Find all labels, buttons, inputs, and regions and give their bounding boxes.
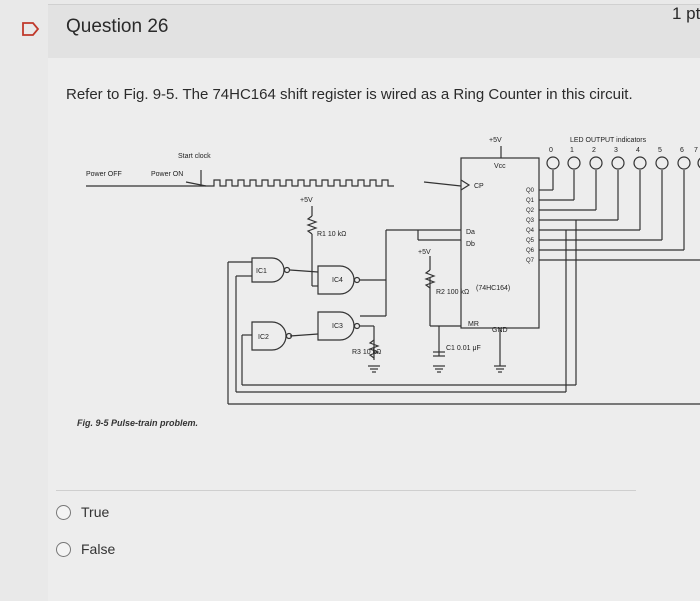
ic4-label: IC4 bbox=[332, 277, 343, 284]
answer-label: True bbox=[81, 504, 110, 520]
question-title: Question 26 bbox=[66, 16, 169, 37]
led-number: 3 bbox=[614, 147, 618, 154]
vcc-right-label: +5V bbox=[418, 249, 431, 256]
circuit-diagram: Power OFF Power ON Start clock +5V +5V +… bbox=[86, 137, 700, 405]
question-header bbox=[48, 4, 700, 60]
divider bbox=[56, 490, 636, 491]
output-pin-label: Q7 bbox=[526, 258, 535, 264]
answer-label: False bbox=[81, 541, 116, 557]
db-pin-label: Db bbox=[466, 241, 475, 248]
output-pin-label: Q6 bbox=[526, 248, 535, 254]
flag-icon[interactable] bbox=[22, 22, 40, 36]
led-number: 1 bbox=[570, 147, 574, 154]
vcc-pin-label: Vcc bbox=[494, 163, 506, 170]
mr-pin-label: MR bbox=[468, 321, 479, 328]
led-number: 2 bbox=[592, 147, 596, 154]
da-pin-label: Da bbox=[466, 229, 475, 236]
chip-label: (74HC164) bbox=[476, 285, 510, 292]
gnd-pin-label: GND bbox=[492, 327, 508, 334]
led-number: 0 bbox=[549, 147, 553, 154]
answer-option-false[interactable]: False bbox=[56, 541, 115, 557]
radio-button[interactable] bbox=[56, 504, 71, 520]
led-number: 4 bbox=[636, 147, 640, 154]
led-title: LED OUTPUT indicators bbox=[570, 137, 647, 144]
led-number: 7 bbox=[694, 147, 698, 154]
r1-label: R1 10 kΩ bbox=[317, 231, 346, 238]
output-pin-label: Q2 bbox=[526, 208, 535, 214]
answer-option-true[interactable]: True bbox=[56, 504, 109, 520]
vcc-top-label: +5V bbox=[489, 137, 502, 144]
power-on-label: Power ON bbox=[151, 171, 183, 178]
radio-button[interactable] bbox=[56, 541, 71, 557]
led-number: 5 bbox=[658, 147, 662, 154]
c1-label: C1 0.01 μF bbox=[446, 345, 481, 352]
question-points: 1 pt bbox=[672, 4, 700, 23]
output-pin-label: Q1 bbox=[526, 198, 535, 204]
cp-pin-label: CP bbox=[474, 183, 484, 190]
output-pin-label: Q5 bbox=[526, 238, 535, 244]
output-pin-label: Q0 bbox=[526, 188, 535, 194]
figure-caption: Fig. 9-5 Pulse-train problem. bbox=[77, 418, 199, 428]
output-pin-label: Q3 bbox=[526, 218, 535, 224]
r3-label: R3 10 kΩ bbox=[352, 349, 381, 356]
ic3-label: IC3 bbox=[332, 323, 343, 330]
vcc-mid-label: +5V bbox=[300, 197, 313, 204]
start-clock-label: Start clock bbox=[178, 153, 211, 160]
led-number: 6 bbox=[680, 147, 684, 154]
ic1-label: IC1 bbox=[256, 268, 267, 275]
power-off-label: Power OFF bbox=[86, 171, 122, 178]
ic2-label: IC2 bbox=[258, 334, 269, 341]
output-pin-label: Q4 bbox=[526, 228, 535, 234]
question-prompt: Refer to Fig. 9-5. The 74HC164 shift reg… bbox=[66, 86, 633, 103]
r2-label: R2 100 kΩ bbox=[436, 289, 469, 296]
